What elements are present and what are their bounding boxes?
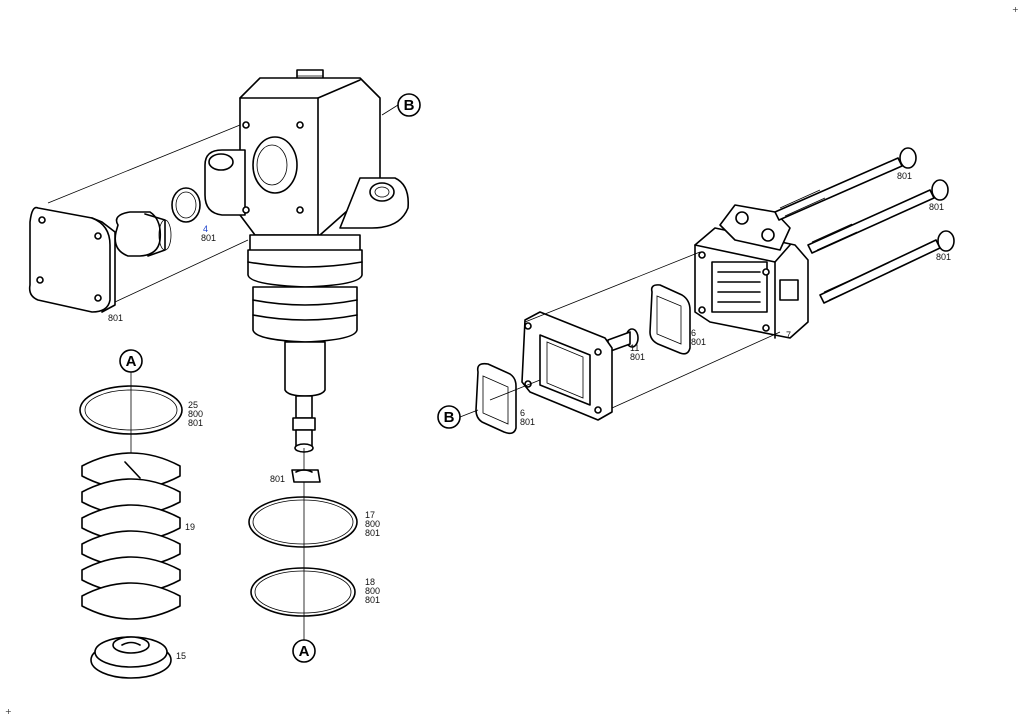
long-bolts (774, 147, 955, 304)
retaining-clip (291, 469, 321, 483)
projection-line (524, 251, 701, 323)
label-801: 801 (929, 202, 944, 212)
svg-text:B: B (444, 409, 455, 426)
label-part-25: 25 (188, 400, 198, 410)
label-801: 801 (520, 417, 535, 427)
label-part-15: 15 (176, 651, 186, 661)
callout-b-right: B (437, 405, 479, 429)
label-800: 800 (188, 409, 203, 419)
label-801: 801 (201, 233, 216, 243)
label-part-11: 11 (630, 343, 639, 353)
label-801: 801 (897, 171, 912, 181)
o-ring-18 (250, 567, 356, 617)
label-801: 801 (630, 352, 645, 362)
label-801: 801 (188, 418, 203, 428)
label-part-17: 17 (365, 510, 375, 520)
label-part-7: 7 (786, 330, 791, 340)
label-801: 801 (936, 252, 951, 262)
svg-text:B: B (404, 97, 415, 114)
label-800: 800 (365, 519, 380, 529)
plug-part (114, 211, 172, 257)
spring-19 (81, 452, 181, 620)
gasket-6-front (475, 362, 517, 435)
valve-housing-7 (694, 204, 809, 339)
label-part-18: 18 (365, 577, 375, 587)
corner-mark-top-right: + (1012, 5, 1019, 14)
svg-text:A: A (299, 643, 310, 660)
callout-b-top: B (381, 93, 421, 117)
label-part-4: 4 (203, 224, 208, 234)
gasket-6-rear (649, 284, 691, 355)
flange-plate (521, 311, 613, 421)
label-800: 800 (365, 586, 380, 596)
label-part-6: 6 (691, 328, 696, 338)
callout-a-left: A (119, 349, 143, 373)
spring-seat-15 (90, 636, 172, 679)
o-ring-17 (248, 496, 358, 548)
seal-ring-4 (171, 187, 201, 223)
label-801: 801 (691, 337, 706, 347)
label-801: 801 (270, 474, 285, 484)
projection-line (611, 331, 781, 409)
label-801: 801 (365, 528, 380, 538)
label-part-19: 19 (185, 522, 195, 532)
cover-plate (28, 124, 249, 313)
injector-body (204, 69, 410, 453)
svg-text:A: A (126, 353, 137, 370)
label-part-6: 6 (520, 408, 525, 418)
corner-mark-bottom-left: + (5, 707, 12, 716)
callout-a-bottom: A (292, 639, 316, 663)
label-801: 801 (365, 595, 380, 605)
label-801: 801 (108, 313, 123, 323)
